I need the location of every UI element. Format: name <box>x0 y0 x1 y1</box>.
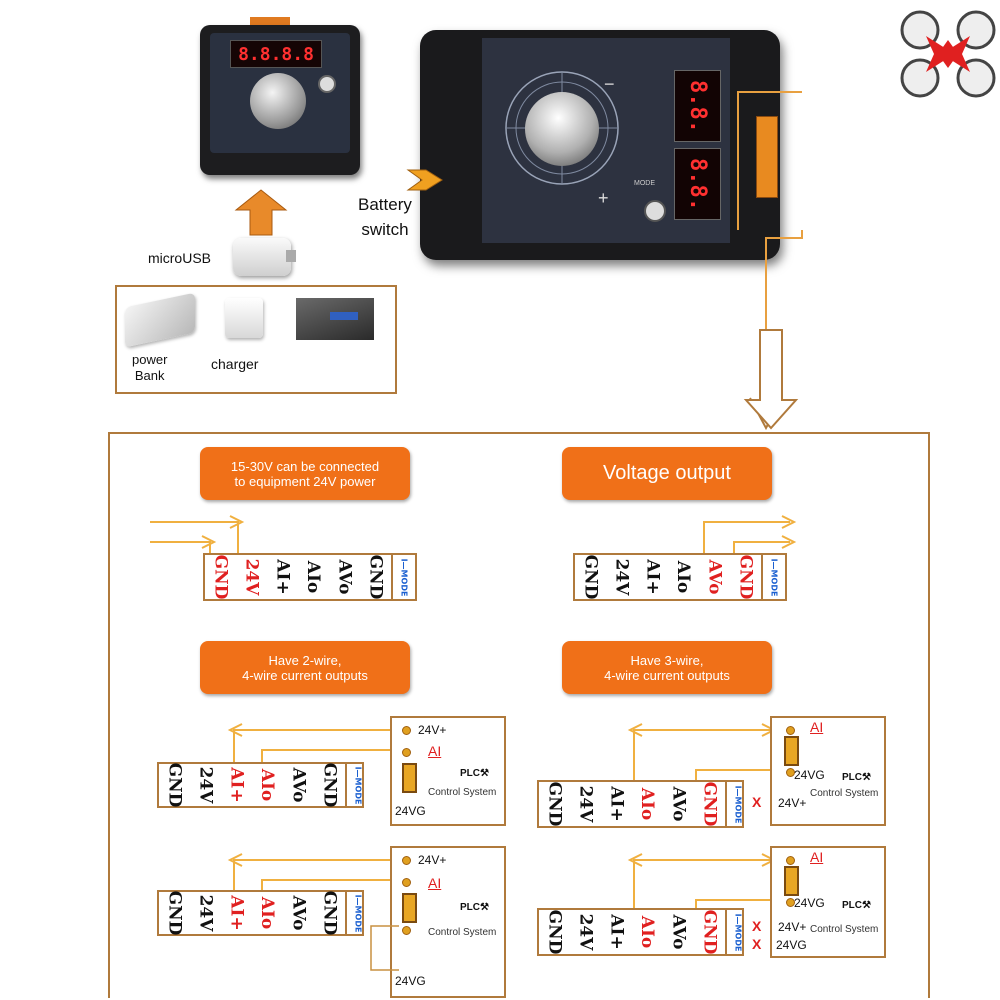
charger-label: charger <box>211 356 259 372</box>
plc-24vg-label: 24VG <box>395 974 426 988</box>
terminal-block-voltage: GND 24V AI+ AIo AVo GND I—MODE <box>573 553 787 601</box>
power-bank-label: power Bank <box>132 352 168 383</box>
control-system-label: Control System <box>428 787 497 798</box>
plc-24vg-label: 24VG <box>794 896 825 910</box>
handheld-mode-button[interactable] <box>318 75 336 93</box>
control-system-label: Control System <box>810 788 879 799</box>
three-wire-2-wires <box>627 853 777 910</box>
x-mark: X <box>752 936 762 952</box>
plc-label: PLC⚒ <box>842 900 871 911</box>
device-terminal-block <box>756 116 778 198</box>
plc-label: PLC⚒ <box>460 902 489 913</box>
plc-24vg-label: 24VG <box>794 768 825 782</box>
main-mode-button[interactable] <box>644 200 666 222</box>
control-system-label: Control System <box>428 927 497 938</box>
plc-ai-label: AI <box>428 743 442 759</box>
drone-logo-icon <box>900 10 996 98</box>
voltage-output-banner: Voltage output <box>562 447 772 500</box>
terminal-block-three-wire-2: GND 24V AI+ AIo AVo GND I—MODE <box>537 908 744 956</box>
dial-scale <box>505 71 619 185</box>
main-device-photo: − + 8.8. 8.8. MODE <box>420 30 780 260</box>
plc-label: PLC⚒ <box>842 772 871 783</box>
plc-24v-plus-label: 24V+ <box>418 853 447 867</box>
up-arrow-icon <box>234 189 288 236</box>
main-display-bottom: 8.8. <box>674 148 721 220</box>
plc-24v-plus-label: 24V+ <box>418 723 447 737</box>
dial-minus-label: − <box>604 74 615 94</box>
power-banner: 15-30V can be connected to equipment 24V… <box>200 447 410 500</box>
dial-plus-label: + <box>598 188 609 208</box>
plc-ai-label: AI <box>810 849 824 865</box>
three-wire-banner: Have 3-wire, 4-wire current outputs <box>562 641 772 694</box>
three-wire-1-wires <box>627 723 777 780</box>
terminal-block-two-wire-1: GND 24V AI+ AIo AVo GND I—MODE <box>157 762 364 808</box>
x-mark: X <box>752 918 762 934</box>
right-chevron-icon <box>406 169 443 191</box>
plc-box-three-wire-1: AI 24VG PLC⚒ Control System 24V+ <box>770 716 886 826</box>
plc-box-two-wire-2: 24V+ AI PLC⚒ Control System 24VG <box>390 846 506 998</box>
down-arrow-icon <box>743 329 799 430</box>
main-knob[interactable] <box>525 92 599 166</box>
handheld-knob[interactable] <box>250 73 306 129</box>
battery-switch-label: Battery switch <box>358 195 412 239</box>
plc-ai-label: AI <box>810 719 824 735</box>
plc-24vg-label: 24VG <box>776 938 807 952</box>
power-input-wires <box>150 515 245 554</box>
terminal-block-two-wire-2: GND 24V AI+ AIo AVo GND I—MODE <box>157 890 364 936</box>
two-wire-banner: Have 2-wire, 4-wire current outputs <box>200 641 410 694</box>
handheld-device-photo: 8.8.8.8 <box>200 17 360 175</box>
two-wire-2-loop <box>370 925 399 971</box>
control-system-label: Control System <box>810 924 879 935</box>
handheld-display: 8.8.8.8 <box>230 40 322 68</box>
charger-photo <box>225 298 263 338</box>
wiring-diagram-frame <box>108 432 930 998</box>
plc-24vg-label: 24VG <box>395 804 426 818</box>
two-wire-1-wires <box>227 723 407 764</box>
main-mode-label: MODE <box>634 180 655 187</box>
microusb-plug-photo <box>233 238 291 276</box>
plc-box-two-wire-1: 24V+ AI PLC⚒ Control System 24VG <box>390 716 506 826</box>
x-mark: X <box>752 794 762 810</box>
main-display-top: 8.8. <box>674 70 721 142</box>
plc-ai-label: AI <box>428 875 442 891</box>
plc-24v-plus-label: 24V+ <box>778 796 807 810</box>
plc-24v-plus-label: 24V+ <box>778 920 807 934</box>
microusb-label: microUSB <box>148 250 212 266</box>
terminal-block-power: GND 24V AI+ AIo AVo GND I—MODE <box>203 553 417 601</box>
voltage-output-wires <box>703 515 797 554</box>
terminal-block-three-wire-1: GND 24V AI+ AIo AVo GND I—MODE <box>537 780 744 828</box>
plc-box-three-wire-2: AI 24VG PLC⚒ 24V+ Control System 24VG <box>770 846 886 958</box>
plc-label: PLC⚒ <box>460 768 489 779</box>
